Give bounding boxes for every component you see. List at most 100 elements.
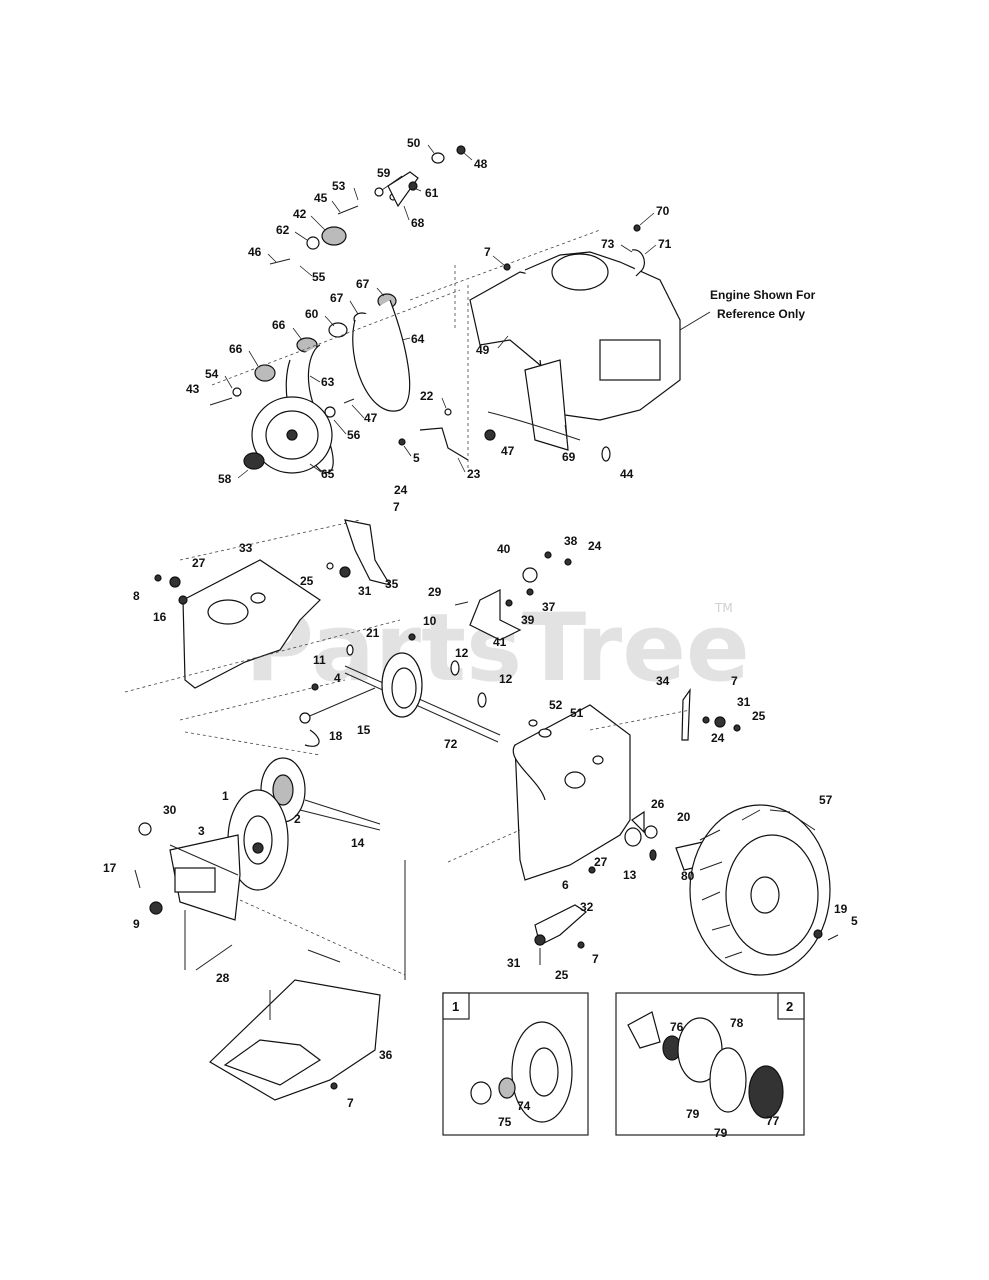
washer-part	[644, 825, 658, 839]
part-label: 52	[549, 698, 563, 712]
axle-part	[169, 844, 239, 876]
part-label: 36	[379, 1048, 393, 1062]
part-label: 24	[394, 483, 408, 497]
part-label: 24	[711, 731, 725, 745]
drive-plate-inner	[243, 815, 273, 865]
part-label: 3	[198, 824, 205, 838]
part-label: 38	[564, 534, 578, 548]
part-label: 43	[186, 382, 200, 396]
bearing-part	[346, 644, 354, 656]
engine-note-line1: Engine Shown For	[710, 288, 816, 302]
frame-hole	[250, 592, 266, 604]
part-label: 70	[656, 204, 670, 218]
nut-part	[311, 683, 319, 691]
part-label: 40	[497, 542, 511, 556]
inset-1-label-74: 74	[517, 1099, 531, 1113]
part-label: 62	[276, 223, 290, 237]
part-label: 28	[216, 971, 230, 985]
part-label: 51	[570, 706, 584, 720]
idler-pulley-part	[321, 226, 347, 246]
shaft-part	[299, 809, 381, 831]
guide-line	[124, 619, 401, 693]
guide-line	[184, 731, 321, 756]
part-label: 46	[248, 245, 262, 259]
part-label: 64	[411, 332, 425, 346]
bolt-part	[601, 446, 611, 462]
cable-part	[512, 744, 546, 801]
inset-2-wheel	[748, 1065, 784, 1119]
part-label: 49	[476, 343, 490, 357]
guide-line	[179, 679, 346, 721]
bushing-part	[431, 152, 445, 164]
idler-bracket-part	[387, 171, 419, 208]
shift-plate-part	[522, 567, 538, 583]
part-label: 47	[501, 444, 515, 458]
part-label: 67	[356, 277, 370, 291]
nut-part	[339, 566, 351, 578]
part-label: 66	[229, 342, 243, 356]
guide-line	[211, 289, 461, 386]
friction-wheel-hub	[272, 774, 294, 806]
shoulder-bolt-part	[337, 205, 359, 215]
inset-1-drive-plate-inner	[529, 1047, 559, 1097]
bolt-part	[454, 601, 469, 606]
part-label: 73	[601, 237, 615, 251]
inset-2-number: 2	[786, 999, 793, 1014]
belt-drive-group	[209, 145, 601, 474]
bolt-part	[649, 849, 657, 861]
engine-note: Engine Shown For Reference Only	[710, 288, 816, 321]
engine-group	[469, 224, 711, 462]
bolt-part	[408, 633, 416, 641]
bolt-part	[178, 595, 188, 605]
washer-part	[169, 576, 181, 588]
guide-line	[447, 829, 521, 863]
guide-line	[487, 411, 581, 441]
nut-part	[149, 901, 163, 915]
bushing-part	[138, 822, 152, 836]
bolt-part	[588, 866, 596, 874]
part-label: 53	[332, 179, 346, 193]
part-label: 58	[218, 472, 232, 486]
bolt-part	[577, 941, 585, 949]
tire-tread	[699, 809, 816, 959]
bracket-clip-part	[631, 249, 645, 277]
part-label: 31	[507, 956, 521, 970]
nut-part	[484, 429, 496, 441]
wheel-hub	[750, 876, 780, 914]
bolt-part	[503, 263, 511, 271]
bearing-part	[328, 322, 348, 338]
inset-1-label-75: 75	[498, 1115, 512, 1129]
part-label: 61	[425, 186, 439, 200]
inset-1-tag	[442, 992, 470, 1020]
part-label: 5	[851, 914, 858, 928]
lever-part	[681, 687, 691, 741]
part-label: 31	[737, 695, 751, 709]
shaft-part	[304, 687, 376, 719]
nut-part	[564, 558, 572, 566]
nut-part	[505, 599, 513, 607]
hex-shaft-part	[344, 672, 499, 743]
part-label: 47	[364, 411, 378, 425]
ring-part	[450, 660, 460, 676]
right-frame-plate	[514, 704, 631, 881]
hex-shaft-part	[344, 665, 501, 736]
inset-2-label-78: 78	[730, 1016, 744, 1030]
key-part	[538, 728, 552, 738]
part-label: 10	[423, 614, 437, 628]
bottom-cover-part	[209, 979, 381, 1101]
part-label: 12	[455, 646, 469, 660]
part-label: 30	[163, 803, 177, 817]
guide-line	[409, 229, 601, 301]
part-label: 26	[651, 797, 665, 811]
inset-1-number: 1	[452, 999, 459, 1014]
spring-part	[456, 145, 466, 155]
part-label: 67	[330, 291, 344, 305]
gear-inner	[391, 667, 417, 709]
engine-bracket-part	[524, 359, 569, 451]
part-label: 54	[205, 367, 219, 381]
bolt-part	[209, 397, 233, 406]
part-label: 2	[294, 812, 301, 826]
part-label: 9	[133, 917, 140, 931]
engine-block	[599, 339, 661, 381]
part-label: 48	[474, 157, 488, 171]
